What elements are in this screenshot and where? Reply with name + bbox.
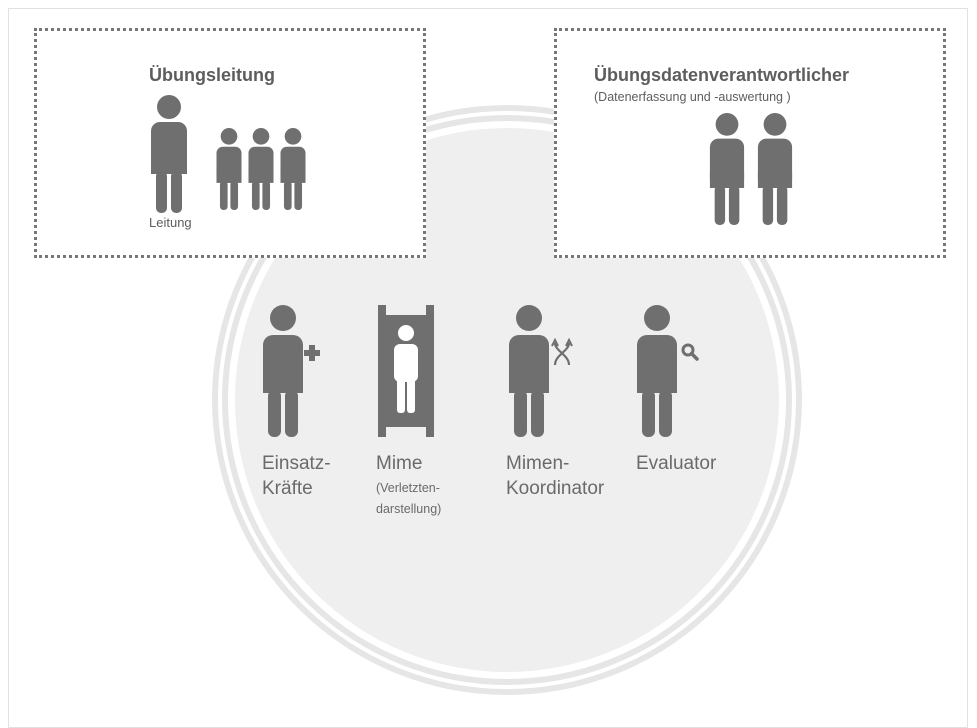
uebungsleitung-box: Übungsleitung Leitung [34, 28, 426, 258]
data-person-icon-2 [756, 113, 794, 225]
role-label-einsatz: Einsatz- Kräfte [262, 451, 331, 501]
lead-person-icon [149, 95, 189, 213]
einsatz-line1: Einsatz- [262, 453, 331, 474]
role-label-evaluator: Evaluator [636, 453, 717, 474]
role-sublabel-mime: (Verletzten- darstellung) [376, 478, 441, 520]
mime-sub2: darstellung) [376, 502, 442, 516]
uebungsdaten-subtitle: (Datenerfassung und -auswertung ) [594, 90, 791, 104]
person-search-icon [637, 305, 699, 437]
uebungsdaten-title: Übungsdatenverantwortlicher [594, 65, 850, 85]
team-person-icon-1 [215, 128, 243, 210]
team-person-icon-2 [247, 128, 275, 210]
mime-sub1: (Verletzten- [376, 481, 440, 495]
person-on-stretcher-icon [378, 305, 434, 437]
role-label-mime: Mime [376, 453, 423, 474]
koordinator-line2: Koordinator [506, 478, 605, 499]
leitung-label: Leitung [149, 215, 192, 230]
koordinator-line1: Mimen- [506, 453, 570, 474]
einsatz-line2: Kräfte [262, 478, 313, 499]
person-plus-icon [263, 305, 320, 437]
data-person-icon-1 [708, 113, 746, 225]
exercise-circle [212, 105, 802, 695]
uebungsleitung-title: Übungsleitung [149, 65, 275, 85]
team-person-icon-3 [279, 128, 307, 210]
person-swap-icon [509, 305, 573, 437]
role-label-koordinator: Mimen- Koordinator [506, 451, 604, 501]
uebungsdaten-box: Übungsdatenverantwortlicher (Datenerfass… [554, 28, 946, 258]
